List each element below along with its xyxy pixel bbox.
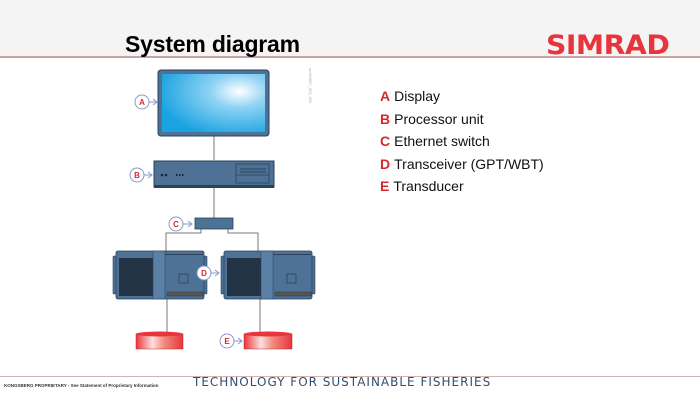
transceiver-right <box>220 250 316 300</box>
processor-unit <box>153 160 275 188</box>
callout-c-label: C <box>173 220 179 229</box>
ethernet-switch <box>194 217 234 230</box>
footer-divider <box>0 376 700 377</box>
callout-b: B <box>129 167 153 183</box>
header-divider <box>0 56 700 58</box>
callout-e-label: E <box>224 337 230 346</box>
legend-label: Ethernet switch <box>394 133 490 149</box>
figure-id: ac004697_001_002 <box>308 68 313 104</box>
proprietary-notice: KONGSBERG PROPRIETARY - See Statement of… <box>4 383 159 388</box>
callout-a-label: A <box>139 98 145 107</box>
legend-label: Display <box>394 88 441 104</box>
callout-e: E <box>219 333 243 349</box>
callout-d-label: D <box>201 269 207 278</box>
simrad-logo: SIMRAD <box>546 30 670 61</box>
display-unit <box>157 69 270 137</box>
legend-letter: C <box>380 133 391 149</box>
legend-letter: B <box>380 110 391 127</box>
legend-label: Processor unit <box>394 110 484 127</box>
legend-letter: E <box>380 178 390 194</box>
transducer-right <box>243 331 293 350</box>
callout-d: D <box>196 265 220 281</box>
cables <box>165 136 261 333</box>
slide-header <box>0 0 700 57</box>
legend-label: Transducer <box>393 178 464 194</box>
transceiver-left <box>112 250 208 300</box>
legend-label: Transceiver (GPT/WBT) <box>394 155 544 172</box>
legend-letter: D <box>380 155 391 172</box>
callout-a: A <box>134 94 158 110</box>
transducer-left <box>135 331 184 350</box>
callout-c: C <box>168 216 193 232</box>
callout-b-label: B <box>134 171 140 180</box>
footer-tagline: TECHNOLOGY FOR SUSTAINABLE FISHERIES <box>193 375 492 389</box>
slide-title: System diagram <box>125 31 300 57</box>
legend-letter: A <box>380 88 391 104</box>
